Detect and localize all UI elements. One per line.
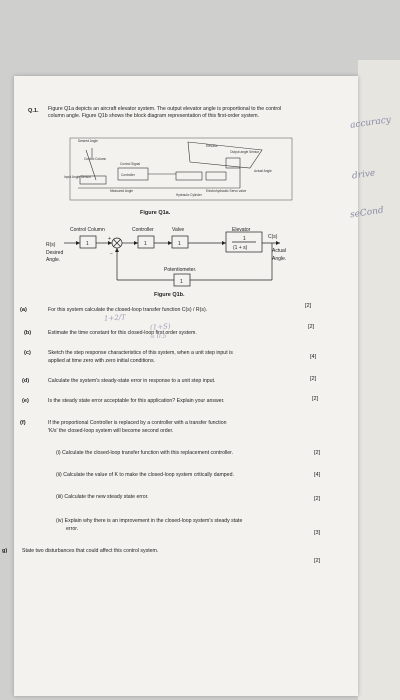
gain-controller: 1	[144, 241, 147, 247]
question-number: Q.1.	[28, 108, 39, 114]
part-letter: (f)	[20, 420, 26, 426]
figure-a-caption: Figure Q1a.	[140, 210, 171, 216]
label-elevator-b: Elevator	[232, 227, 251, 233]
part-text: Is the steady state error acceptable for…	[48, 398, 225, 404]
subpart-text: (iv) Explain why there is an improvement…	[56, 518, 243, 524]
figure-b-caption: Figure Q1b.	[154, 292, 185, 298]
label-controller: Controller	[121, 173, 136, 177]
label-controller-b: Controller	[132, 227, 154, 233]
part-text: 'K/s' the closed-loop system will become…	[48, 428, 174, 434]
part-text: State two disturbances that could affect…	[22, 548, 159, 554]
part-text: Estimate the time constant for this clos…	[48, 330, 197, 336]
part-marks: [4]	[310, 354, 317, 360]
handwritten-scribble: 1+2/T	[103, 313, 127, 323]
label-control-column: Control Column	[84, 157, 106, 161]
label-input-angle-sensor: Input Angle Sensor	[64, 175, 92, 179]
label-control-column-b: Control Column	[70, 227, 105, 233]
part-marks: [2]	[312, 396, 319, 402]
summing-plus: +	[108, 236, 111, 242]
part-marks: [2]	[308, 324, 315, 330]
label-output-angle: Output angle Sensor	[230, 150, 260, 154]
gain-column: 1	[86, 241, 89, 247]
part-text: If the proportional Controller is replac…	[48, 420, 227, 426]
question-intro: Figure Q1a depicts an aircraft elevator …	[48, 106, 282, 119]
background-strip	[358, 60, 400, 700]
output-desc-1: Actual	[272, 248, 286, 254]
handwritten-scribble: (1+S)	[149, 322, 171, 332]
exam-paper	[14, 76, 358, 696]
subpart-marks: [2]	[314, 496, 321, 502]
part-letter: (a)	[20, 307, 27, 313]
part-marks: [2]	[310, 376, 317, 382]
subpart-marks: [2]	[314, 450, 321, 456]
output-desc-2: Angle.	[272, 256, 286, 262]
subpart-marks: [4]	[314, 472, 321, 478]
part-letter: (b)	[24, 330, 32, 336]
label-desired-angle: Desired Angle	[78, 139, 98, 143]
input-desc-1: Desired	[46, 250, 63, 256]
tf-denominator: (1 + s)	[233, 245, 248, 251]
part-text: For this system calculate the closed-loo…	[48, 307, 208, 313]
input-desc-2: Angle.	[46, 257, 60, 263]
part-text: Calculate the system's steady-state erro…	[48, 378, 216, 384]
subpart-text: (i) Calculate the closed-loop transfer f…	[56, 450, 234, 456]
handwritten-scribble: = 0.5	[149, 332, 167, 341]
gain-potentiometer: 1	[180, 279, 183, 285]
subpart-marks: [3]	[314, 530, 321, 536]
part-text: applied at time zero with zero initial c…	[48, 358, 155, 364]
part-text: Sketch the step response characteristics…	[48, 350, 233, 356]
input-signal-label: R(s)	[46, 242, 56, 248]
subpart-text: error.	[66, 526, 79, 532]
part-letter: (d)	[22, 378, 30, 384]
part-marks: [2]	[305, 303, 312, 309]
part-letter: (c)	[24, 350, 31, 356]
gain-valve: 1	[178, 241, 181, 247]
label-control-signal: Control Signal	[120, 162, 140, 166]
tf-numerator: 1	[243, 236, 246, 242]
label-measured-angle: Measured Angle	[110, 189, 133, 193]
part-letter: (e)	[22, 398, 29, 404]
label-valve-b: Valve	[172, 227, 184, 233]
label-hydraulic-cylinder: Hydraulic Cylinder	[176, 193, 203, 197]
label-electrohydraulic-valve: Electrohydraulic Servo valve	[206, 189, 246, 193]
label-actual-angle: Actual Angle	[254, 169, 272, 173]
output-signal-label: C(s)	[268, 234, 278, 240]
subpart-text: (iii) Calculate the new steady state err…	[56, 494, 149, 500]
part-letter: g)	[2, 548, 8, 554]
subpart-text: (ii) Calculate the value of K to make th…	[56, 472, 234, 478]
label-potentiometer: Potentiometer.	[164, 267, 196, 273]
label-elevator: Elevator	[206, 144, 219, 148]
summing-minus: −	[110, 251, 113, 257]
part-marks: [2]	[314, 558, 321, 564]
